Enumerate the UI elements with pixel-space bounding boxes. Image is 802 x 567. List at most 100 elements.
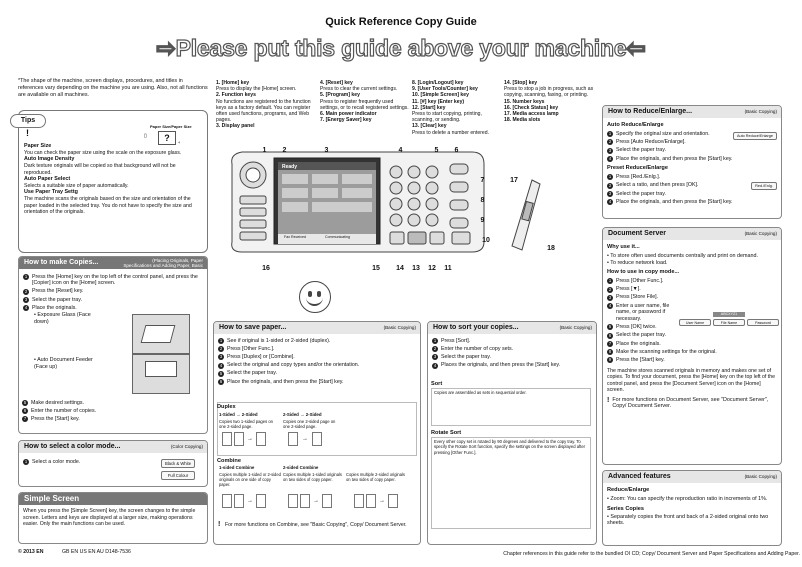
combine-c-text: Copies multiple 2-sided originals on two… (346, 472, 405, 483)
page-icon (222, 494, 232, 508)
tips-tab: Tips (10, 114, 46, 128)
simple-screen-section: Simple Screen When you press the [Simple… (18, 492, 208, 544)
callout-4: 4 (398, 147, 403, 154)
paper-size-label: Paper Size/Paper Size (150, 124, 192, 129)
key-item: 3. Display panel (216, 123, 255, 130)
control-panel-svg (231, 151, 485, 253)
callout-18: 18 (547, 245, 555, 252)
reduce-enlarge-section: How to Reduce/Enlarge...(Basic Copying) … (602, 105, 782, 219)
callout-8: 8 (480, 197, 485, 204)
tip-text: Selects a suitable size of paper automat… (24, 182, 129, 189)
color-mode-section: How to select a color mode...(Color Copy… (18, 440, 208, 487)
guide-title: Quick Reference Copy Guide (325, 16, 477, 28)
page-icon (322, 494, 332, 508)
callout-15: 15 (372, 265, 380, 272)
key-list-col3: 8. [Login/Logout] key 9. [User Tools/Cou… (412, 80, 504, 136)
red-enlg-button[interactable]: Red./Enlg. (751, 182, 777, 190)
auto-reduce-enlarge-button[interactable]: Auto Reduce/Enlarge (733, 132, 777, 140)
page-icon (234, 494, 244, 508)
duplex-a-title: 1-Sided → 2-Sided (219, 412, 258, 417)
file-name-button[interactable]: File Name (713, 319, 745, 326)
tip-title: Paper Size (24, 143, 52, 149)
arrow-left-icon: ⇦ (626, 34, 646, 61)
callout-14: 14 (396, 265, 404, 272)
key-item: 8. [Login/Logout] key (412, 80, 464, 86)
sort-title: Sort (431, 381, 443, 387)
page-icon (288, 494, 298, 508)
duplex-title: Duplex (217, 404, 236, 410)
key-item: 15. Number keys (504, 98, 545, 105)
tip-text: The machine scans the originals based on… (24, 196, 192, 215)
page-icon (312, 432, 322, 446)
intro-note: *The shape of the machine, screen displa… (18, 78, 208, 98)
page-icon (388, 494, 398, 508)
combine-a-title: 1-sided Combine (219, 465, 255, 470)
arrow-icon: → (247, 436, 253, 442)
duplex-box (217, 402, 417, 456)
key-item: 9. [User Tools/Counter] key (412, 86, 478, 93)
callout-9: 9 (480, 217, 485, 224)
tip-title: Auto Paper Select (24, 176, 71, 182)
info-icon: ! (218, 521, 221, 528)
page-icon (366, 494, 376, 508)
combine-b-title: 2-sided Combine (283, 465, 319, 470)
combine-a-text: Copies multiple 1-sided or 2-sided origi… (219, 472, 281, 488)
user-name-button[interactable]: User Name (679, 319, 711, 326)
password-button[interactable]: Password (747, 319, 779, 326)
callout-13: 13 (412, 265, 420, 272)
tips-body: Paper Size You can check the paper size … (24, 143, 204, 216)
arrow-icon: → (302, 436, 308, 442)
adf-illustration (132, 354, 190, 394)
section-header: How to make Copies...(Placing Originals,… (19, 257, 207, 273)
rotate-sort-box: Every other copy set is rotated by 90 de… (431, 437, 591, 529)
callout-6: 6 (454, 147, 459, 154)
combine-title: Combine (217, 458, 241, 464)
page-icon (234, 432, 244, 446)
key-item: 16. [Check Status] key (504, 104, 559, 111)
callout-10: 10 (482, 237, 490, 244)
tip-title: Auto Image Density (24, 156, 75, 163)
page-icon (256, 432, 266, 446)
tips-box (18, 110, 208, 253)
page-icon (354, 494, 364, 508)
sort-box: Copies are assembled as sets in sequenti… (431, 388, 591, 426)
a4-icon: ₄ (178, 139, 181, 145)
media-slot-diagram (506, 176, 544, 254)
page-icon (300, 494, 310, 508)
page-icon (288, 432, 298, 446)
arrow-right-icon: ⇨ (156, 34, 176, 61)
key-item: 7. [Energy Saver] key (320, 117, 372, 124)
control-panel-diagram (226, 144, 488, 256)
arrow-icon: → (313, 498, 319, 504)
black-white-button[interactable]: Black & White (161, 459, 195, 468)
callout-2: 2 (282, 147, 287, 154)
screen-status-left: Fax Received (284, 235, 306, 239)
callout-3: 3 (324, 147, 329, 154)
key-item: 10. [Simple Screen] key (412, 92, 469, 99)
paper-size-icon: ? (158, 131, 176, 145)
chapter-reference: Chapter references in this guide refer t… (503, 551, 800, 557)
page-icon (222, 432, 232, 446)
duplex-b-text: Copies one 2-sided page on one 2-sided p… (283, 419, 336, 430)
combine-more: For more functions on Combine, see "Basi… (225, 522, 407, 528)
callout-12: 12 (428, 265, 436, 272)
page-icon (256, 494, 266, 508)
make-copies-section: How to make Copies...(Placing Originals,… (18, 256, 208, 434)
full-colour-button[interactable]: Full Colour (161, 471, 195, 480)
callout-16: 16 (262, 265, 270, 272)
combine-b-text: Copies multiple 1-sided originals on two… (283, 472, 342, 483)
advanced-features-section: Advanced features(Basic Copying) Reduce/… (602, 470, 782, 546)
exposure-glass-illustration (132, 314, 190, 354)
key-item: 17. Media access lamp (504, 111, 559, 118)
sort-section: How to sort your copies...(Basic Copying… (427, 321, 597, 545)
store-file-fields: ABCXYZ1 User Name File Name Password (679, 312, 779, 328)
arrow-icon: → (247, 498, 253, 504)
callout-7: 7 (480, 177, 485, 184)
key-item: 6. Main power indicator (320, 111, 377, 118)
